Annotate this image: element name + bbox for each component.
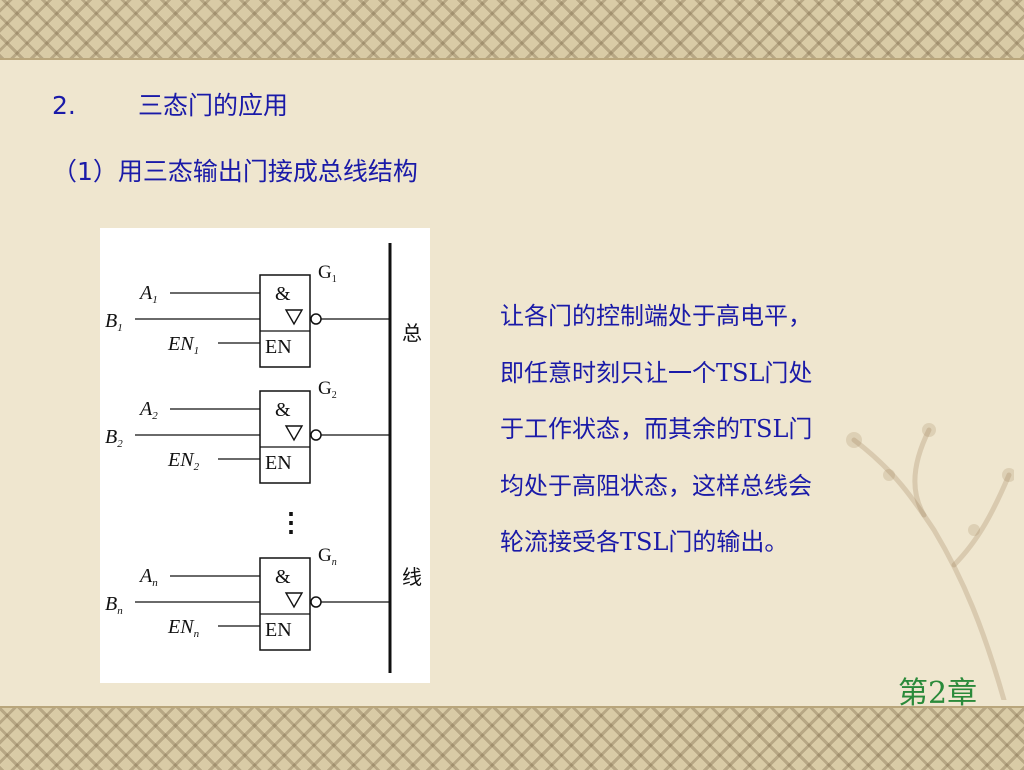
- ellipsis-dots: ⋮: [278, 508, 304, 537]
- label-g: G2: [318, 378, 337, 401]
- bus-label-top: 总: [402, 322, 422, 345]
- gate-en-box-label: EN: [265, 619, 292, 641]
- label-g: G1: [318, 262, 337, 285]
- gate-symbol: &: [275, 566, 291, 588]
- chapter-footer: 第2章: [898, 676, 978, 711]
- label-a: A2: [138, 398, 158, 422]
- tristate-triangle-icon: [284, 425, 304, 442]
- output-bubble: [310, 596, 322, 608]
- label-b: B2: [105, 426, 123, 450]
- gate-1: & EN A1 B1 EN1 G1: [105, 262, 390, 368]
- gate-n: & EN An Bn ENn Gn: [105, 545, 390, 651]
- gate-box: [259, 557, 311, 651]
- bottom-border-band: [0, 706, 1024, 770]
- bus-label-bottom: 线: [402, 566, 422, 589]
- description-line-4: 均处于高阻状态，这样总线会: [500, 471, 812, 500]
- output-bubble: [310, 429, 322, 441]
- gate-symbol: &: [275, 399, 291, 421]
- description-line-5: 轮流接受各TSL门的输出。: [500, 528, 789, 556]
- description-text: 让各门的控制端处于高电平， 即任意时刻只让一个TSL门处 于工作状态，而其余的T…: [500, 288, 960, 571]
- title-number: 2.: [52, 91, 76, 120]
- gate-en-box-label: EN: [265, 452, 292, 474]
- label-b: B1: [105, 310, 123, 334]
- description-line-3: 于工作状态，而其余的TSL门: [500, 415, 813, 443]
- label-en: EN1: [167, 333, 199, 357]
- tristate-triangle-icon: [284, 309, 304, 326]
- gate-box: [259, 274, 311, 368]
- label-a: An: [138, 565, 158, 589]
- description-line-1: 让各门的控制端处于高电平，: [500, 302, 812, 330]
- slide-title: 2. 三态门的应用: [52, 86, 288, 122]
- label-b: Bn: [105, 593, 123, 617]
- label-en: ENn: [167, 616, 200, 640]
- tristate-bus-diagram: 总 线 & EN A1 B1 EN1 G1 & EN A2 B2 EN2 G2 …: [100, 228, 430, 683]
- description-line-2: 即任意时刻只让一个TSL门处: [500, 358, 813, 387]
- slide-subtitle: （1）用三态输出门接成总线结构: [52, 157, 418, 186]
- top-border-band: [0, 0, 1024, 60]
- output-bubble: [310, 313, 322, 325]
- gate-symbol: &: [275, 283, 291, 305]
- gate-2: & EN A2 B2 EN2 G2: [105, 378, 390, 484]
- gate-box: [259, 390, 311, 484]
- gate-en-box-label: EN: [265, 336, 292, 358]
- label-en: EN2: [167, 449, 200, 473]
- tristate-triangle-icon: [284, 592, 304, 609]
- label-a: A1: [138, 282, 158, 306]
- title-text: 三态门的应用: [138, 91, 289, 120]
- label-g: Gn: [318, 545, 337, 568]
